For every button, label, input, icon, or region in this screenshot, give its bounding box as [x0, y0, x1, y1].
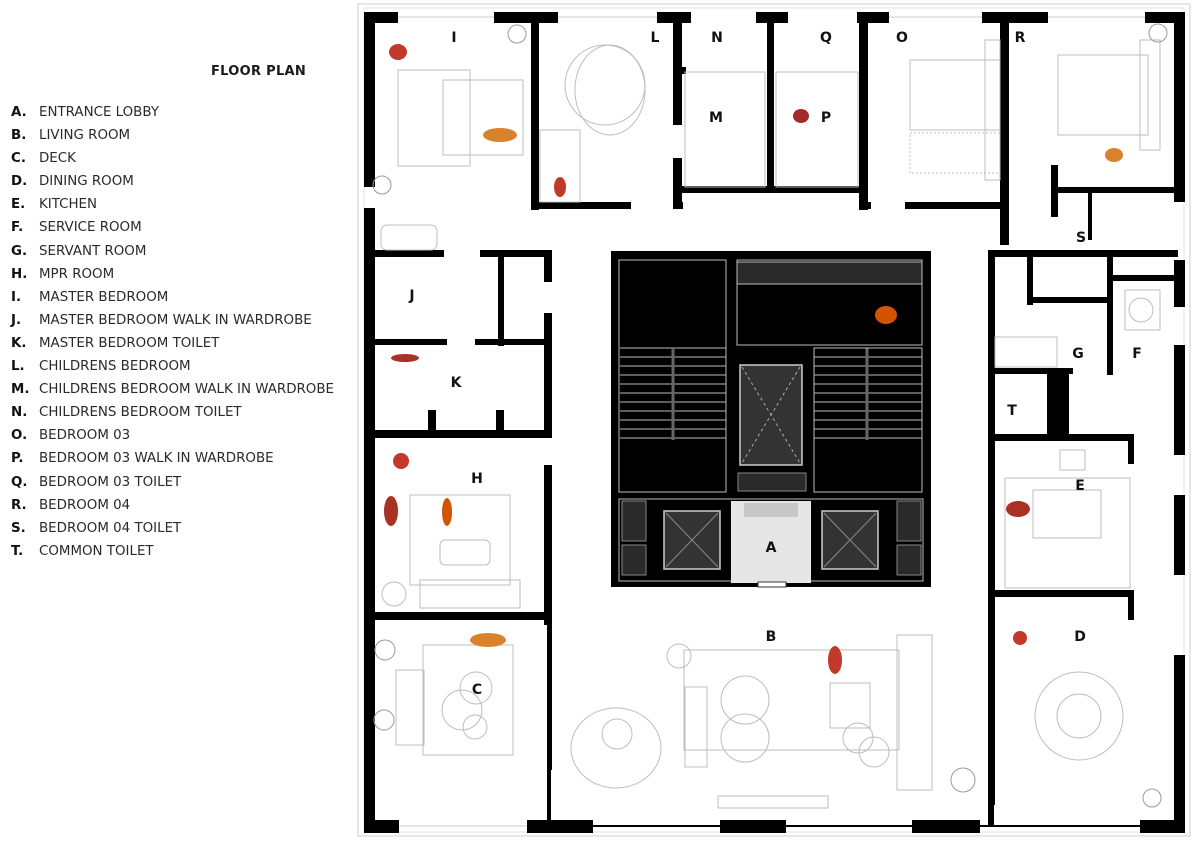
furniture [380, 39, 1161, 809]
room-label-k: K [450, 375, 462, 391]
room-label-o: O [896, 30, 908, 46]
legend-item: O.BEDROOM 03 [11, 428, 131, 444]
legend-item: A.ENTRANCE LOBBY [11, 105, 160, 120]
room-label-h: H [471, 471, 483, 487]
outer-boundary-line [357, 3, 1191, 837]
room-label-r: R [1014, 30, 1026, 46]
legend-item: D.DINING ROOM [11, 174, 134, 190]
central-core [611, 251, 931, 588]
legend-item: M.CHILDRENS BEDROOM WALK IN WARDROBE [11, 382, 334, 398]
legend-list: A.ENTRANCE LOBBY B.LIVING ROOM C.DECK D.… [11, 104, 334, 566]
legend-item: E.KITCHEN [11, 197, 98, 213]
room-label-m: M [709, 110, 723, 126]
legend-item: G.SERVANT ROOM [11, 243, 147, 259]
room-label-q: Q [820, 30, 832, 46]
legend-title: FLOOR PLAN [211, 64, 307, 79]
floor-plan: I L N Q O R M P S J G F K T H E A B D C [355, 0, 1200, 846]
legend-item: T.COMMON TOILET [11, 543, 154, 559]
room-label-t: T [1007, 403, 1017, 419]
room-label-b: B [765, 629, 777, 645]
legend-panel: FLOOR PLAN A.ENTRANCE LOBBY B.LIVING ROO… [0, 0, 350, 846]
legend-item: K.MASTER BEDROOM TOILET [11, 335, 220, 351]
room-label-a: A [765, 540, 777, 556]
legend-item: S.BEDROOM 04 TOILET [11, 520, 182, 536]
room-label-i: I [451, 30, 457, 46]
room-label-f: F [1132, 346, 1142, 362]
legend-item: P.BEDROOM 03 WALK IN WARDROBE [11, 451, 274, 467]
room-label-j: J [409, 288, 415, 304]
room-label-n: N [711, 30, 723, 46]
room-label-g: G [1072, 346, 1084, 362]
legend-item: B.LIVING ROOM [11, 128, 131, 144]
plants [372, 23, 1168, 808]
legend-item: N.CHILDRENS BEDROOM TOILET [11, 405, 242, 421]
legend-item: H.MPR ROOM [11, 266, 115, 282]
exterior-walls [364, 12, 1185, 833]
legend-item: J.MASTER BEDROOM WALK IN WARDROBE [11, 312, 312, 328]
room-label-s: S [1075, 230, 1087, 246]
room-label-p: P [820, 110, 832, 126]
room-label-d: D [1074, 629, 1086, 645]
room-label-e: E [1075, 478, 1085, 494]
legend-item: I.MASTER BEDROOM [11, 289, 169, 305]
legend-item: Q.BEDROOM 03 TOILET [11, 474, 182, 490]
room-label-l: L [650, 30, 660, 46]
legend-item: R.BEDROOM 04 [11, 497, 131, 513]
legend-item: L.CHILDRENS BEDROOM [11, 359, 191, 375]
legend-item: C.DECK [11, 151, 76, 167]
floor-plan-drawing [357, 3, 1191, 837]
room-label-c: C [471, 682, 483, 698]
legend-item: F.SERVICE ROOM [11, 220, 142, 236]
people-figures [384, 44, 1123, 674]
